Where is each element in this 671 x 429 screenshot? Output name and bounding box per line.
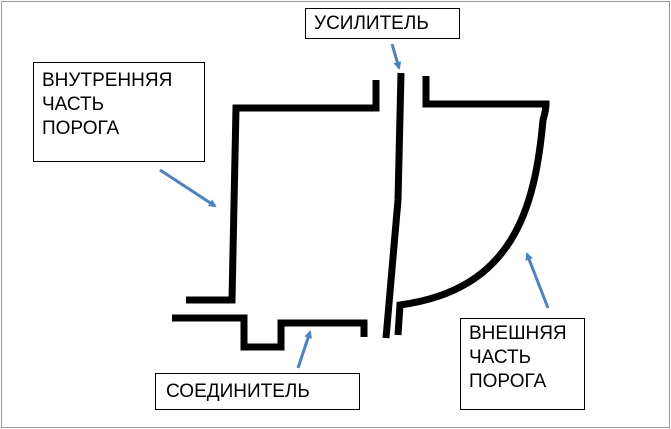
inner-part-label: ВНУТРЕННЯЯ ЧАСТЬ ПОРОГА: [33, 62, 205, 162]
outer-part-line-1: ВНЕШНЯЯ: [469, 323, 567, 344]
outer-part-line-3: ПОРОГА: [469, 371, 547, 392]
arrow-outer: [525, 252, 550, 309]
inner-part-line-3: ПОРОГА: [42, 118, 120, 139]
arrow-reinforcement: [390, 43, 402, 70]
inner-part-line-1: ВНУТРЕННЯЯ: [42, 70, 173, 91]
outer-part-line-2: ЧАСТЬ: [469, 347, 532, 368]
arrow-inner: [159, 168, 217, 208]
arrow-connector: [296, 330, 312, 369]
inner-part-line-2: ЧАСТЬ: [42, 94, 105, 115]
reinforcement-part: [382, 72, 405, 339]
outer-part-label: ВНЕШНЯЯ ЧАСТЬ ПОРОГА: [460, 318, 585, 410]
connector-label: СОЕДИНИТЕЛЬ: [155, 373, 360, 410]
outer-sill-part: [394, 76, 550, 336]
reinforcement-label: УСИЛИТЕЛЬ: [305, 8, 460, 39]
inner-sill-part: [186, 80, 380, 304]
connector-part: [172, 314, 368, 351]
